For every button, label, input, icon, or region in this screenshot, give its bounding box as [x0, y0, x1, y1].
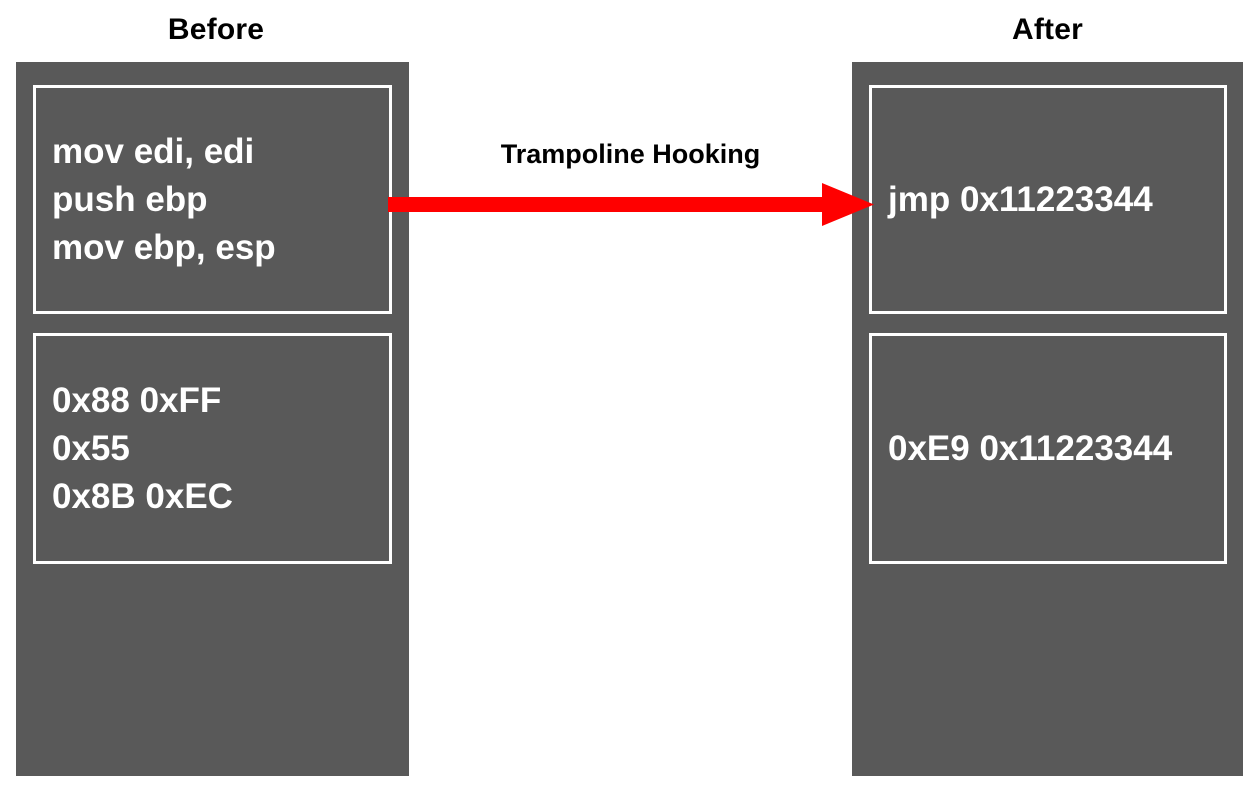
- column-title-after: After: [1011, 13, 1083, 46]
- code-lines: mov edi, edi push ebp mov ebp, esp: [36, 128, 389, 272]
- code-line: 0x88 0xFF: [52, 380, 222, 420]
- code-line: mov edi, edi: [52, 131, 255, 171]
- code-line: 0x8B 0xEC: [52, 476, 233, 516]
- code-block-before-assembly: mov edi, edi push ebp mov ebp, esp: [33, 85, 392, 314]
- column-title-before: Before: [167, 13, 265, 46]
- code-lines: 0x88 0xFF 0x55 0x8B 0xEC: [36, 377, 389, 521]
- code-block-before-bytes: 0x88 0xFF 0x55 0x8B 0xEC: [33, 333, 392, 564]
- memory-column-after: jmp 0x11223344 0xE9 0x11223344: [852, 62, 1243, 776]
- memory-column-before: mov edi, edi push ebp mov ebp, esp 0x88 …: [16, 62, 409, 776]
- code-block-after-assembly: jmp 0x11223344: [869, 85, 1227, 314]
- transition-label: Trampoline Hooking: [500, 139, 761, 169]
- code-line: 0xE9 0x11223344: [888, 428, 1173, 468]
- code-line: jmp 0x11223344: [888, 179, 1153, 219]
- code-line: mov ebp, esp: [52, 227, 276, 267]
- code-lines: jmp 0x11223344: [872, 178, 1224, 222]
- code-block-after-bytes: 0xE9 0x11223344: [869, 333, 1227, 564]
- code-line: 0x55: [52, 428, 130, 468]
- code-line: push ebp: [52, 179, 208, 219]
- arrow-right-icon: [388, 183, 874, 226]
- code-lines: 0xE9 0x11223344: [872, 427, 1224, 471]
